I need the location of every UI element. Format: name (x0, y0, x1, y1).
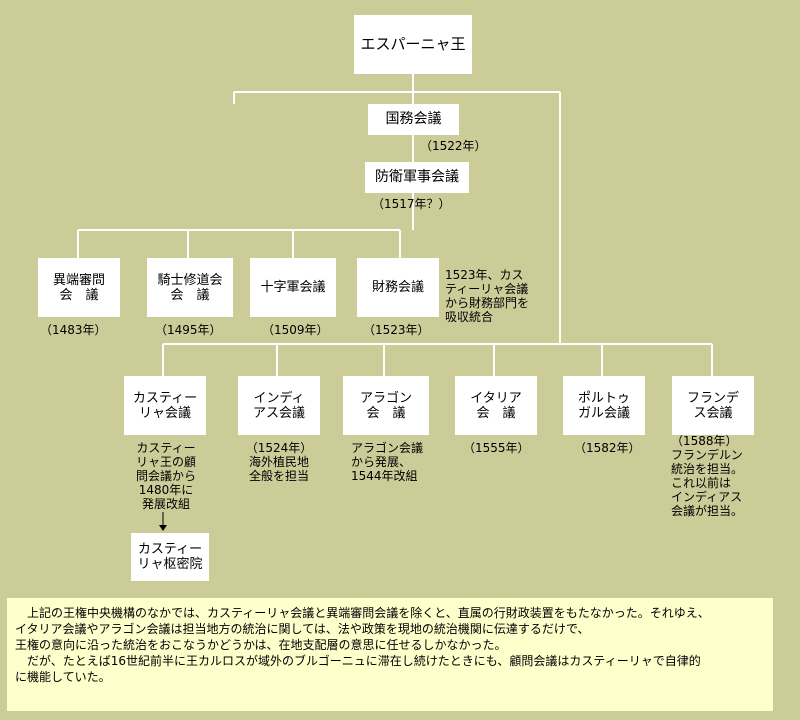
military-orders-council-year: （1495年） (155, 323, 222, 337)
castile-council-label: カスティー リャ会議 (132, 390, 198, 421)
italy-council-note: （1555年） (463, 441, 530, 455)
footnote-line: 王権の意向に沿った統治をおこなうかどうかは、在地支配層の意思に任せるしかなかった… (15, 638, 507, 652)
crusade-council-label: 十字軍会議 (260, 280, 326, 295)
portugal-council-label: ポルトゥ ガル会議 (577, 390, 630, 421)
footnote-line: に機能していた。 (15, 670, 111, 684)
defense-council-box: 防衛軍事会議 (365, 162, 469, 193)
flanders-council-label: フランデ ス会議 (686, 390, 739, 421)
flanders-council-note: （1588年） フランデルン 統治を担当。 これ以前は インディアス 会議が担当… (671, 434, 744, 518)
finance-council-note: 1523年、カス ティーリャ会議 から財務部門を 吸収統合 (445, 268, 530, 324)
aragon-council-label: アラゴン 会 議 (359, 390, 412, 421)
finance-council-label: 財務会議 (371, 280, 424, 295)
crusade-council-year: （1509年） (262, 323, 329, 337)
flanders-council-box: フランデ ス会議 (672, 376, 754, 435)
portugal-council-box: ポルトゥ ガル会議 (563, 376, 645, 435)
footnote-line: イタリア会議やアラゴン会議は担当地方の統治に関しては、法や政策を現地の統治機関に… (15, 622, 590, 636)
footnote-line: だが、たとえば16世紀前半に王カルロスが域外のブルゴーニュに滞在し続けたときにも… (15, 654, 701, 668)
footnote-line: 上記の王権中央機構のなかでは、カスティーリャ会議と異端審問会議を除くと、直属の行… (15, 606, 710, 620)
castile-council-note: カスティー リャ王の顧 問会議から 1480年に 発展改組 (135, 441, 196, 511)
privy-council-label: カスティー リャ枢密院 (137, 542, 203, 572)
inquisition-council-year: （1483年） (40, 323, 107, 337)
finance-council-box: 財務会議 (357, 258, 439, 317)
inquisition-council-label: 異端審問 会 議 (52, 272, 105, 303)
portugal-council-note: （1582年） (574, 441, 641, 455)
state-council-box: 国務会議 (368, 104, 459, 135)
state-council-label: 国務会議 (385, 111, 442, 127)
italy-council-box: イタリア 会 議 (455, 376, 537, 435)
king-box: エスパーニャ王 (354, 15, 472, 74)
footnote-panel: 上記の王権中央機構のなかでは、カスティーリャ会議と異端審問会議を除くと、直属の行… (7, 598, 773, 711)
indies-council-label: インディ アス会議 (252, 390, 305, 421)
finance-council-year: （1523年） (363, 323, 430, 337)
indies-council-note: （1524年） 海外植民地 全般を担当 (245, 441, 313, 483)
italy-council-label: イタリア 会 議 (470, 390, 522, 421)
crusade-council-box: 十字軍会議 (250, 258, 336, 317)
king-label: エスパーニャ王 (360, 35, 466, 53)
defense-council-year: （1517年？） (372, 197, 451, 211)
indies-council-box: インディ アス会議 (238, 376, 320, 435)
inquisition-council-box: 異端審問 会 議 (38, 258, 120, 317)
aragon-council-box: アラゴン 会 議 (343, 376, 429, 435)
privy-council-box: カスティー リャ枢密院 (131, 533, 209, 581)
defense-council-label: 防衛軍事会議 (375, 169, 459, 185)
castile-council-box: カスティー リャ会議 (124, 376, 206, 435)
military-orders-council-box: 騎士修道会 会 議 (147, 258, 233, 317)
military-orders-council-label: 騎士修道会 会 議 (157, 272, 223, 303)
aragon-council-note: アラゴン会議 から発展、 1544年改組 (351, 441, 424, 483)
state-council-year: （1522年） (420, 139, 487, 153)
